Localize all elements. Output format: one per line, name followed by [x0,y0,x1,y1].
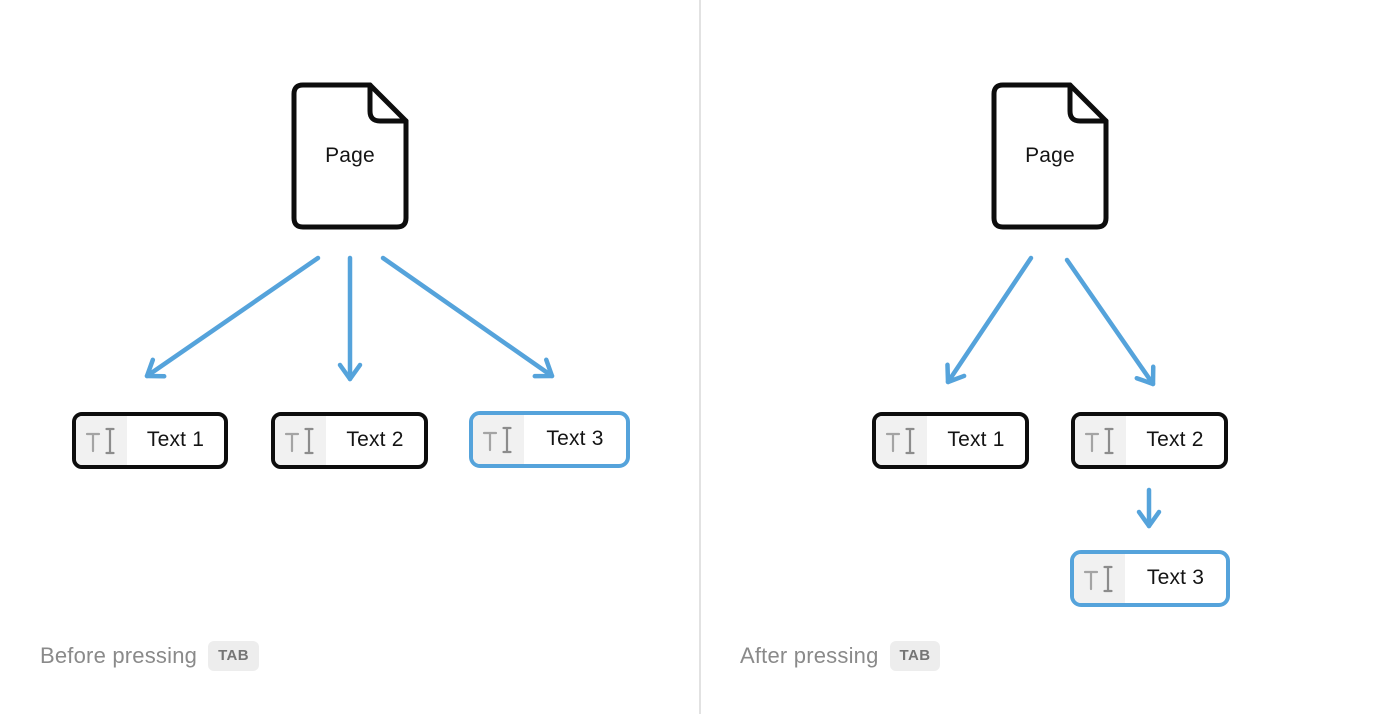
arrow-page-to-text3-before [380,255,555,379]
text-cursor-icon [85,427,115,454]
text-cursor-icon [1083,565,1113,592]
tab-key-badge: TAB [889,641,941,671]
text-block-1-before: Text 1 [72,412,228,469]
text-cursor-icon [482,426,512,453]
text-block-label: Text 3 [546,427,604,450]
page-document-icon: Page [991,82,1109,230]
text-block-label: Text 1 [146,428,205,451]
text-block-icon-area [473,415,524,464]
document-outline-icon [991,82,1109,230]
caption-before: Before pressing TAB [40,639,260,673]
text-cursor-icon [1084,427,1114,454]
text-block-2-before: Text 2 [271,412,428,469]
text-block-2-after: Text 2 [1071,412,1228,469]
arrow-page-to-text1-before [144,255,321,379]
text-block-3-after-highlighted: Text 3 [1070,550,1230,607]
arrow-page-to-text2-after [1064,257,1156,387]
page-label: Page [1025,144,1075,167]
arrow-page-to-text1-after [945,255,1034,385]
text-cursor-icon [284,427,314,454]
text-cursor-icon [885,427,915,454]
page-document-icon: Page [291,82,409,230]
text-block-3-before-highlighted: Text 3 [469,411,630,468]
panel-divider [699,0,701,714]
page-label: Page [325,144,375,167]
text-block-label: Text 3 [1146,566,1205,589]
text-block-icon-area [76,416,127,465]
text-block-icon-area [876,416,927,465]
caption-after: After pressing TAB [740,639,941,673]
document-outline-icon [291,82,409,230]
caption-text: After pressing [740,643,879,668]
tab-key-badge: TAB [208,641,260,671]
text-block-label: Text 1 [947,428,1005,451]
text-block-label: Text 2 [346,428,404,451]
text-block-1-after: Text 1 [872,412,1029,469]
text-block-icon-area [1074,554,1125,603]
text-block-label: Text 2 [1146,428,1204,451]
text-block-icon-area [275,416,326,465]
caption-text: Before pressing [40,643,198,668]
text-block-icon-area [1075,416,1126,465]
